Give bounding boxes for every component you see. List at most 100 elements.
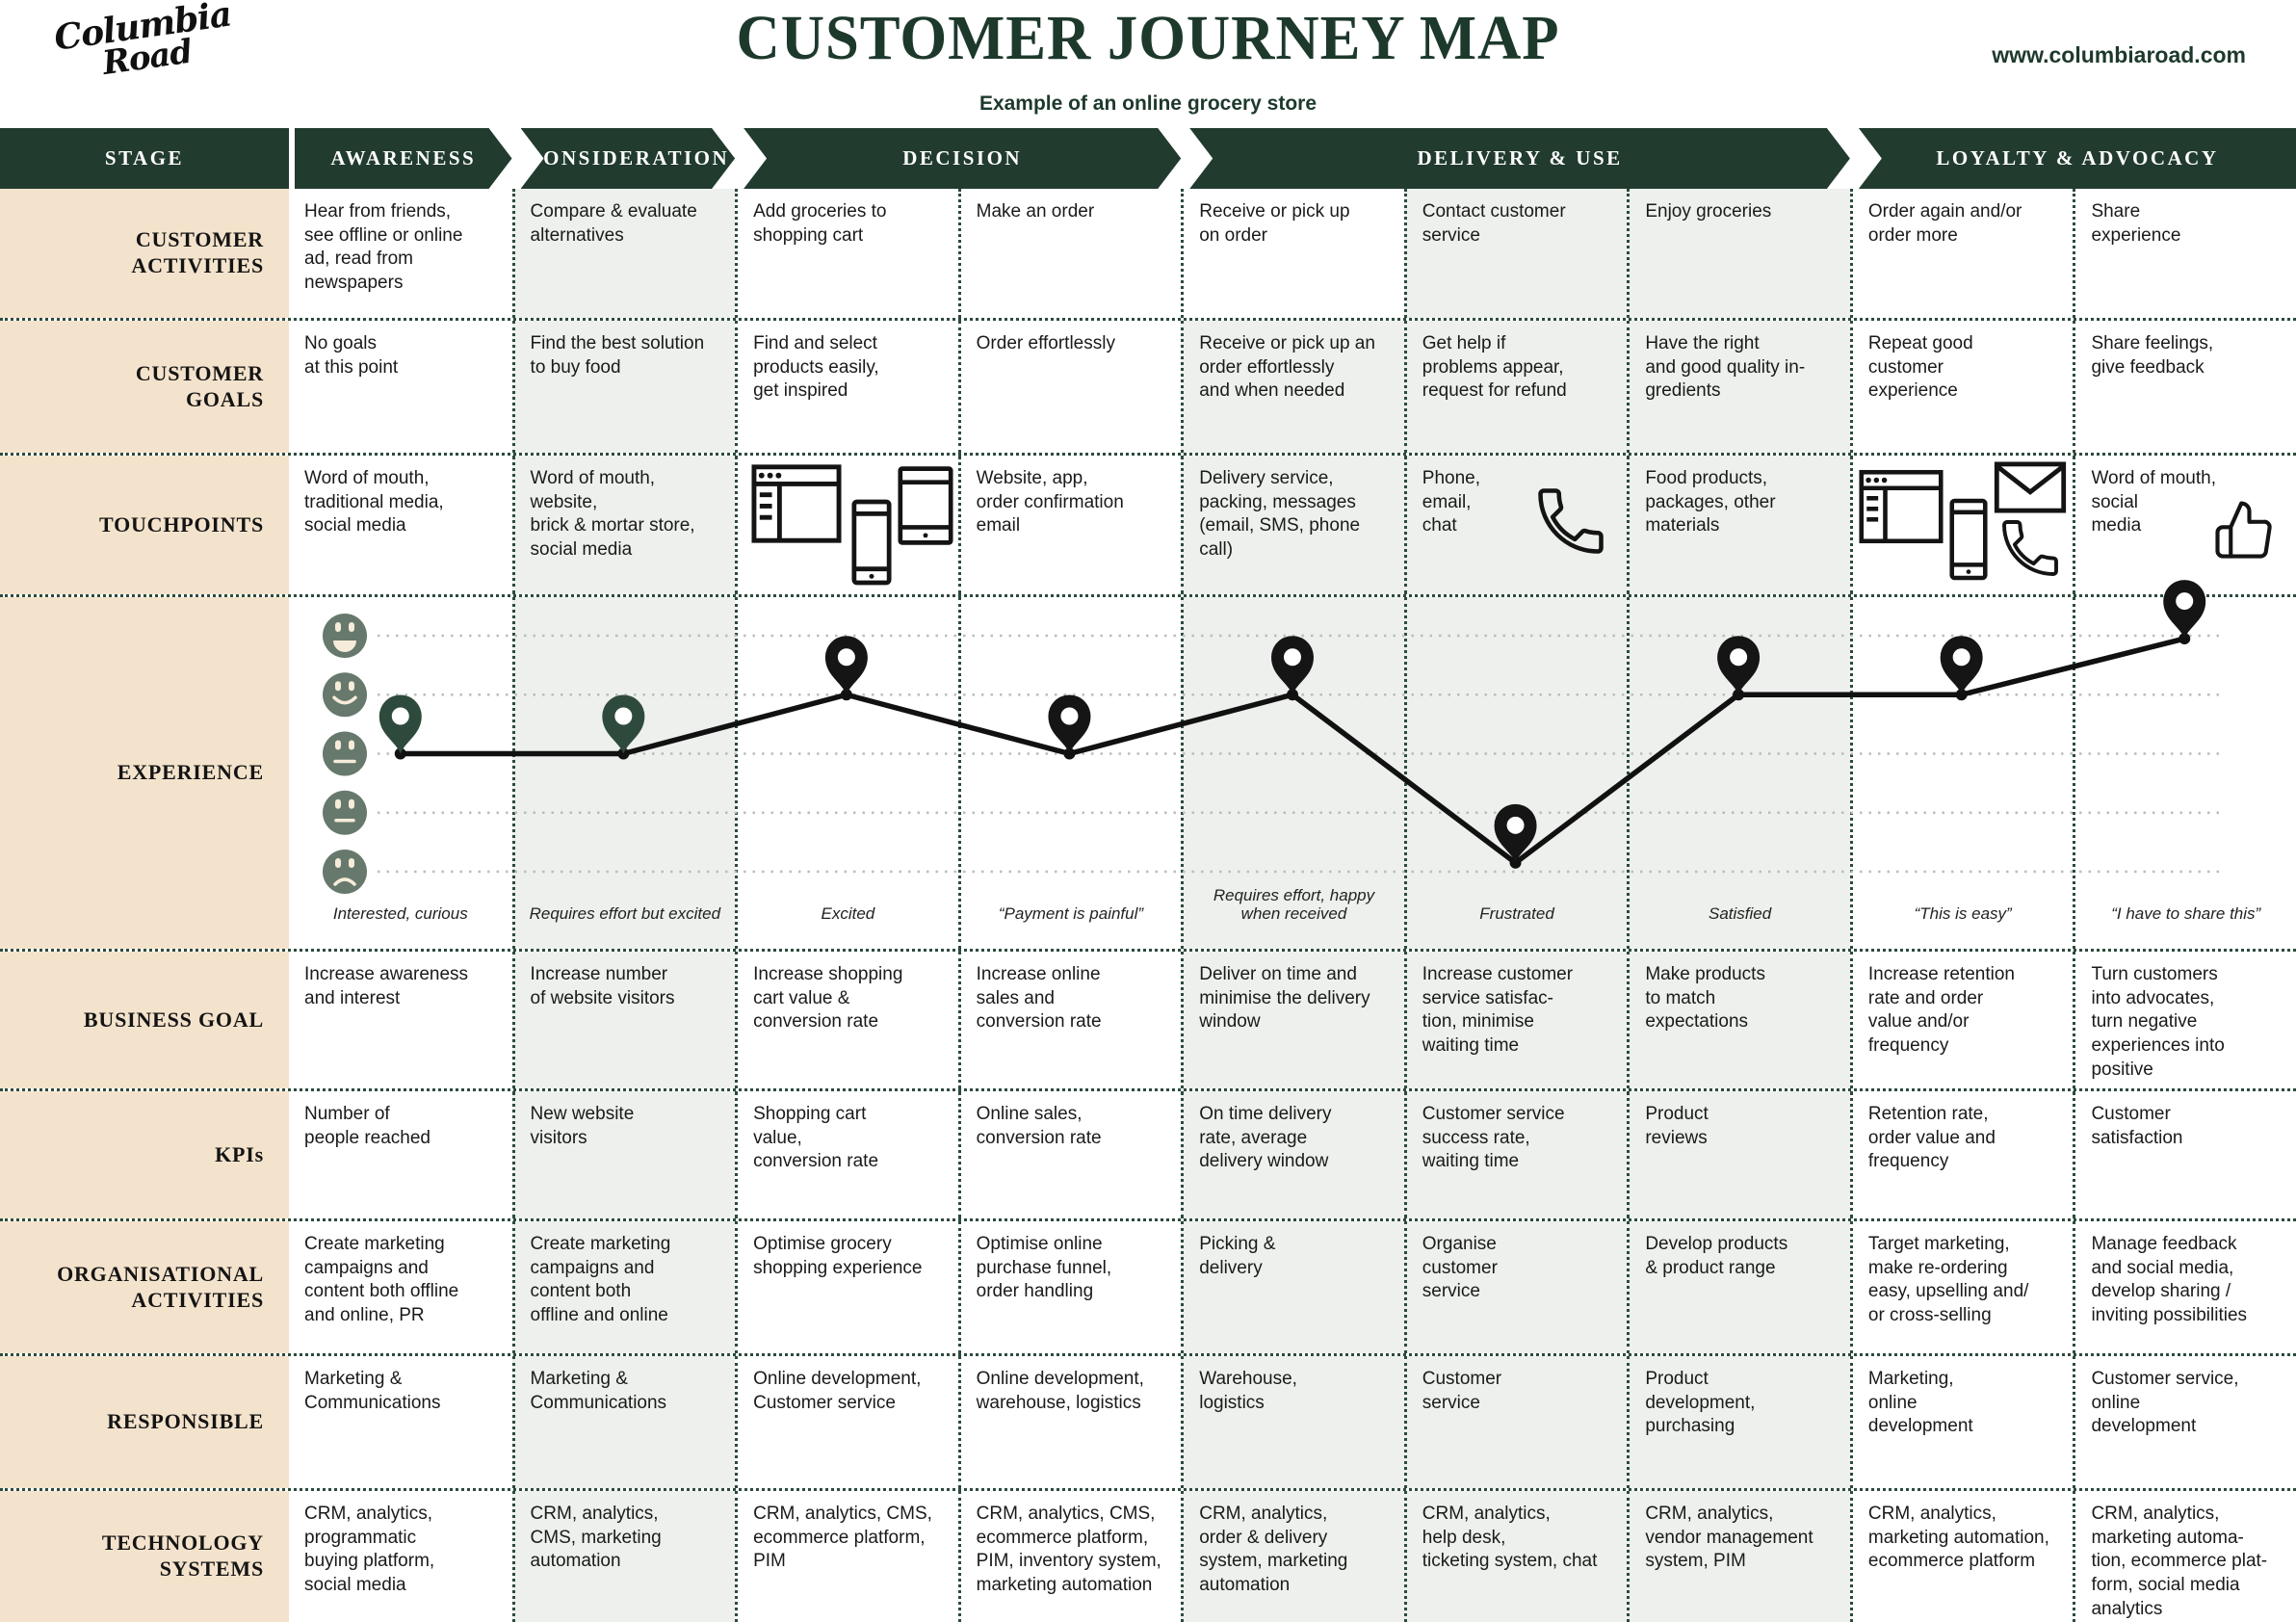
cell-text: Have the right and good quality in- gred… [1645,333,1806,402]
cell-text: Deliver on time and minimise the deliver… [1199,964,1370,1033]
cell-text: Shopping cart value, conversion rate [753,1104,879,1172]
org_activities-cell-3: Optimise grocery shopping experience [735,1221,958,1353]
page-subtitle: Example of an online grocery store [978,92,1318,115]
cell-text: Contact customer service [1422,201,1566,246]
goals-cell-1: No goals at this point [289,321,512,453]
cell-text: Increase awareness and interest [304,964,469,1008]
cell-text: Order effortlessly [976,333,1115,353]
cell-text: CRM, analytics, marketing automation, ec… [1867,1504,2049,1572]
goals-cell-8: Repeat good customer experience [1849,321,2074,453]
cell-text: Customer service success rate, waiting t… [1422,1104,1565,1172]
activities-cell-7: Enjoy groceries [1627,189,1850,318]
touchpoint-icons [1853,456,2074,594]
cell-text: Online sales, conversion rate [976,1104,1102,1148]
cell-text: Add groceries to shopping cart [753,201,887,246]
cell-text: Order again and/or order more [1867,201,2022,246]
cell-text: Warehouse, logistics [1199,1369,1297,1413]
touchpoints-cell-5: Delivery service, packing, messages (ema… [1181,456,1404,594]
cell-text: Develop products & product range [1645,1234,1788,1278]
row-label-activities: CUSTOMER ACTIVITIES [0,189,289,318]
business_goal-cell-6: Increase customer service satisfac- tion… [1403,952,1628,1088]
cell-text: Share experience [2091,201,2181,246]
org_activities-cell-5: Picking & delivery [1181,1221,1404,1353]
cell-text: Make an order [976,201,1095,222]
cell-text: Compare & evaluate alternatives [530,201,697,246]
cell-text: Word of mouth, traditional media, social… [304,468,444,536]
cell-text: Create marketing campaigns and content b… [530,1234,671,1326]
org_activities-cell-1: Create marketing campaigns and content b… [289,1221,512,1353]
cell-text: Manage feedback and social media, develo… [2091,1234,2248,1326]
stage-segment-consideration: CONSIDERATION [521,128,736,189]
experience-caption: “I have to share this” [2111,904,2261,924]
website-url[interactable]: www.columbiaroad.com [1992,42,2246,67]
cell-text: New website visitors [530,1104,635,1148]
stage-label-cell: STAGE [0,128,289,189]
cell-text: Find the best solution to buy food [530,333,705,378]
phone-icon [2001,520,2058,576]
header: Columbia Road CUSTOMER JOURNEY MAP Examp… [0,0,2296,128]
cell-text: CRM, analytics, vendor management system… [1645,1504,1813,1572]
experience-caption: Satisfied [1709,904,1772,924]
experience-caption: Requires effort, happy when received [1213,885,1375,924]
activities-cell-6: Contact customer service [1403,189,1628,318]
row-label-experience: EXPERIENCE [0,597,289,949]
technology-cell-9: CRM, analytics, marketing automa- tion, … [2073,1491,2296,1622]
row-label-kpis: KPIs [0,1091,289,1218]
technology-cell-4: CRM, analytics, CMS, ecommerce platform,… [957,1491,1182,1622]
business_goal-cell-8: Increase retention rate and order value … [1849,952,2074,1088]
touchpoint-icons [738,456,958,594]
org_activities-cell-2: Create marketing campaigns and content b… [511,1221,736,1353]
row-label-responsible: RESPONSIBLE [0,1356,289,1488]
activities-cell-4: Make an order [957,189,1182,318]
touchpoints-cell-3 [735,456,958,594]
cell-text: CRM, analytics, marketing automa- tion, … [2091,1504,2268,1619]
kpis-cell-3: Shopping cart value, conversion rate [735,1091,958,1218]
touchpoints-cell-8 [1849,456,2074,594]
org_activities-cell-6: Organise customer service [1403,1221,1628,1353]
technology-cell-1: CRM, analytics, programmatic buying plat… [289,1491,512,1622]
technology-cell-2: CRM, analytics, CMS, marketing automatio… [511,1491,736,1622]
cell-text: Increase customer service satisfac- tion… [1422,964,1574,1057]
cell-text: Organise customer service [1422,1234,1498,1302]
cell-text: Retention rate, order value and frequenc… [1867,1104,1996,1172]
cell-text: No goals at this point [304,333,399,378]
touchpoints-cell-2: Word of mouth, website, brick & mortar s… [511,456,736,594]
browser-icon [751,464,842,543]
experience-cell-6: Frustrated [1403,597,1628,949]
responsible-cell-4: Online development, warehouse, logistics [957,1356,1182,1488]
touchpoints-cell-1: Word of mouth, traditional media, social… [289,456,512,594]
touchpoints-cell-7: Food products, packages, other materials [1627,456,1850,594]
cell-text: Delivery service, packing, messages (ema… [1199,468,1361,561]
cell-text: Food products, packages, other materials [1645,468,1776,536]
cell-text: Customer service, online development [2091,1369,2239,1437]
business_goal-cell-4: Increase online sales and conversion rat… [957,952,1182,1088]
touchpoints-cell-4: Website, app, order confirmation email [957,456,1182,594]
experience-cell-1: Interested, curious [289,597,512,949]
experience-caption: Requires effort but excited [529,904,721,924]
cell-text: Optimise grocery shopping experience [753,1234,923,1278]
activities-cell-2: Compare & evaluate alternatives [511,189,736,318]
row-label-business_goal: BUSINESS GOAL [0,952,289,1088]
cell-text: Word of mouth, social media [2091,468,2216,536]
technology-cell-5: CRM, analytics, order & delivery system,… [1181,1491,1404,1622]
business_goal-cell-7: Make products to match expectations [1627,952,1850,1088]
business_goal-cell-9: Turn customers into advocates, turn nega… [2073,952,2296,1088]
stage-segment-loyalty-advocacy: LOYALTY & ADVOCACY [1858,128,2296,189]
kpis-cell-6: Customer service success rate, waiting t… [1403,1091,1628,1218]
org_activities-cell-7: Develop products & product range [1627,1221,1850,1353]
cell-text: CRM, analytics, CMS, ecommerce platform,… [753,1504,932,1572]
org_activities-cell-4: Optimise online purchase funnel, order h… [957,1221,1182,1353]
goals-cell-6: Get help if problems appear, request for… [1403,321,1628,453]
cell-text: Receive or pick up on order [1199,201,1350,246]
kpis-cell-1: Number of people reached [289,1091,512,1218]
responsible-cell-8: Marketing, online development [1849,1356,2074,1488]
cell-text: Increase shopping cart value & conversio… [753,964,903,1033]
goals-cell-2: Find the best solution to buy food [511,321,736,453]
